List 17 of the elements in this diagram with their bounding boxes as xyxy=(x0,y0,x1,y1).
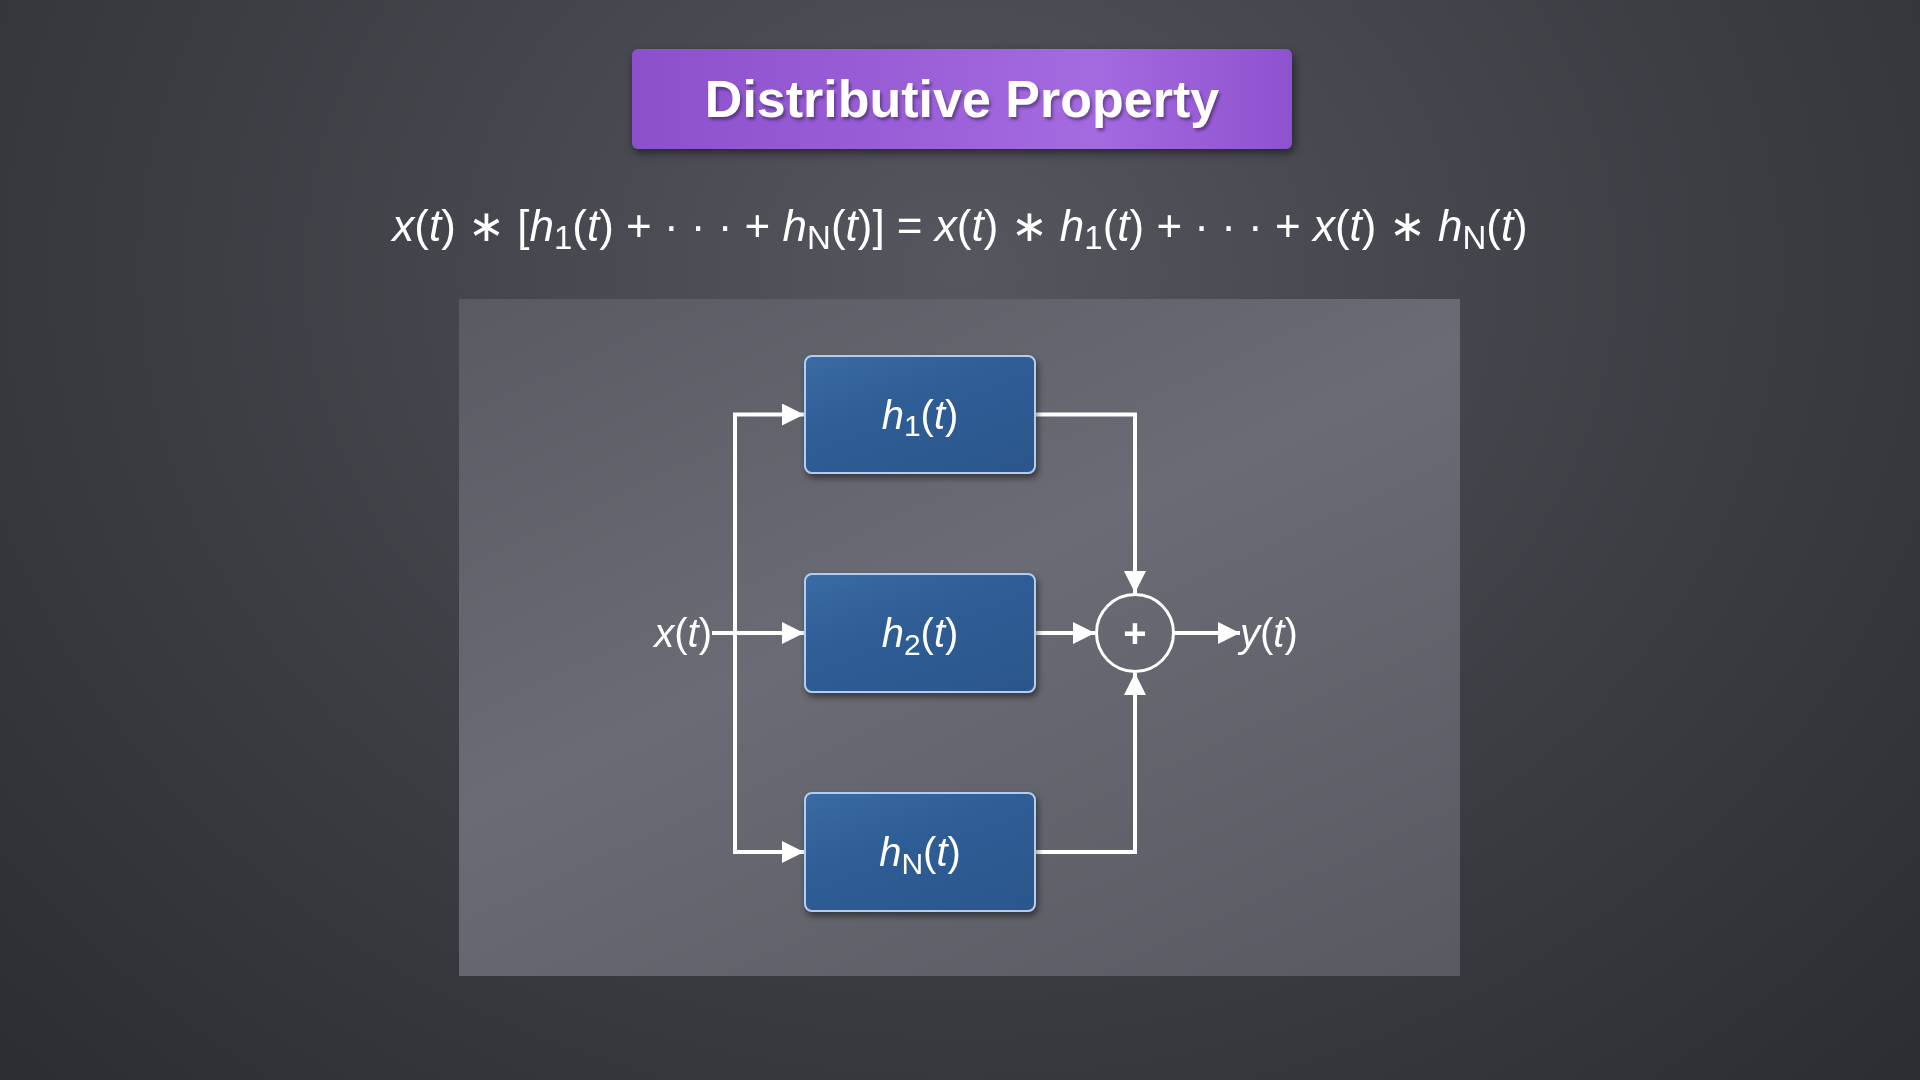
signal-label: y(t) xyxy=(1240,608,1298,658)
system-block xyxy=(804,573,1036,693)
system-block xyxy=(804,355,1036,474)
plus-sign: + xyxy=(1123,613,1147,653)
arrow xyxy=(1036,622,1095,644)
arrow xyxy=(1175,622,1240,644)
arrow xyxy=(1036,673,1146,854)
transfer-function-label: h$_{2}$(t) xyxy=(881,610,959,658)
transfer-function-label: h$_{N}$(t) xyxy=(879,829,961,877)
system-block xyxy=(804,792,1036,912)
arrow xyxy=(712,631,804,863)
summing-junction xyxy=(1095,593,1175,673)
signal-label: x(t) xyxy=(654,608,712,658)
equation: x(t) ∗ [h$_{1}$(t) + · · · + h$_{N}$(t)] = x(t) ∗ h$_{1}$(t) + · · · + x(t) ∗ h$_{N}$(t) xyxy=(392,200,1528,253)
transfer-function-label: h$_{1}$(t) xyxy=(881,391,959,440)
arrow xyxy=(1036,412,1146,593)
title: Distributive Property xyxy=(704,69,1220,130)
